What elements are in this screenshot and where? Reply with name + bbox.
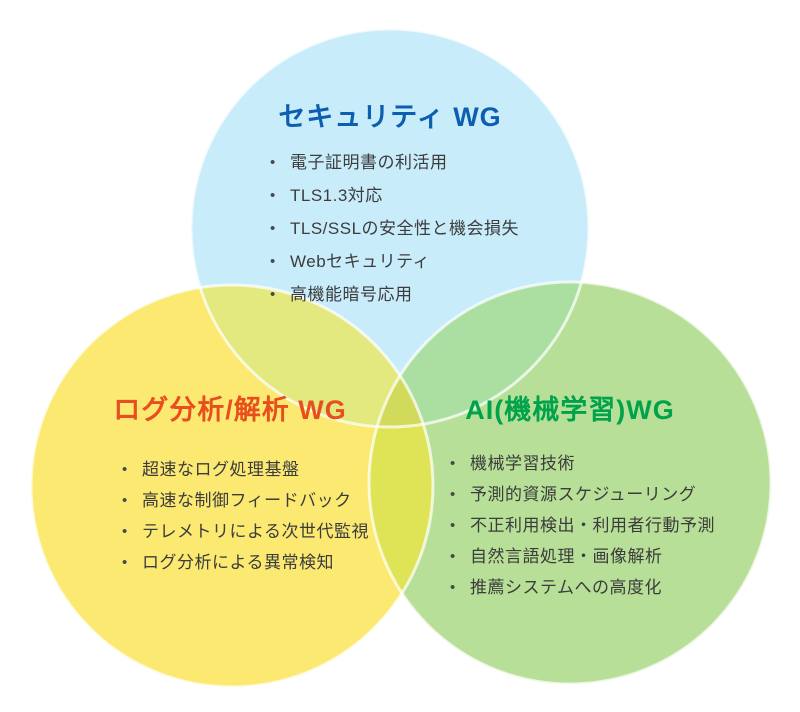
list-item: TLS1.3対応 (268, 179, 519, 212)
ai-wg-title: AI(機械学習)WG (465, 395, 675, 425)
security-ai-overlap (369, 282, 589, 427)
list-item: TLS/SSLの安全性と機会損失 (268, 212, 519, 245)
list-item: Webセキュリティ (268, 245, 519, 278)
list-item: 自然言語処理・画像解析 (448, 541, 715, 572)
security-circle-edge (189, 27, 591, 429)
ai-circle-edge (367, 280, 773, 686)
list-item: 高速な制御フィードバック (120, 485, 369, 516)
log-analysis-wg-list: 超速なログ処理基盤 高速な制御フィードバック テレメトリによる次世代監視 ログ分… (120, 454, 369, 578)
list-item: ログ分析による異常検知 (120, 547, 369, 578)
list-item: 予測的資源スケジューリング (448, 479, 715, 510)
list-item: テレメトリによる次世代監視 (120, 516, 369, 547)
security-log-overlap (191, 285, 433, 427)
security-wg-list: 電子証明書の利活用 TLS1.3対応 TLS/SSLの安全性と機会損失 Webセ… (268, 146, 519, 311)
list-item: 推薦システムへの高度化 (448, 572, 715, 603)
log-analysis-wg-title: ログ分析/解析 WG (113, 395, 347, 425)
list-item: 超速なログ処理基盤 (120, 454, 369, 485)
list-item: 電子証明書の利活用 (268, 146, 519, 179)
log-circle-edge (29, 283, 435, 689)
list-item: 不正利用検出・利用者行動予測 (448, 510, 715, 541)
security-wg-title: セキュリティ WG (278, 102, 502, 132)
list-item: 高機能暗号応用 (268, 278, 519, 311)
ai-wg-list: 機械学習技術 予測的資源スケジューリング 不正利用検出・利用者行動予測 自然言語… (448, 448, 715, 603)
list-item: 機械学習技術 (448, 448, 715, 479)
